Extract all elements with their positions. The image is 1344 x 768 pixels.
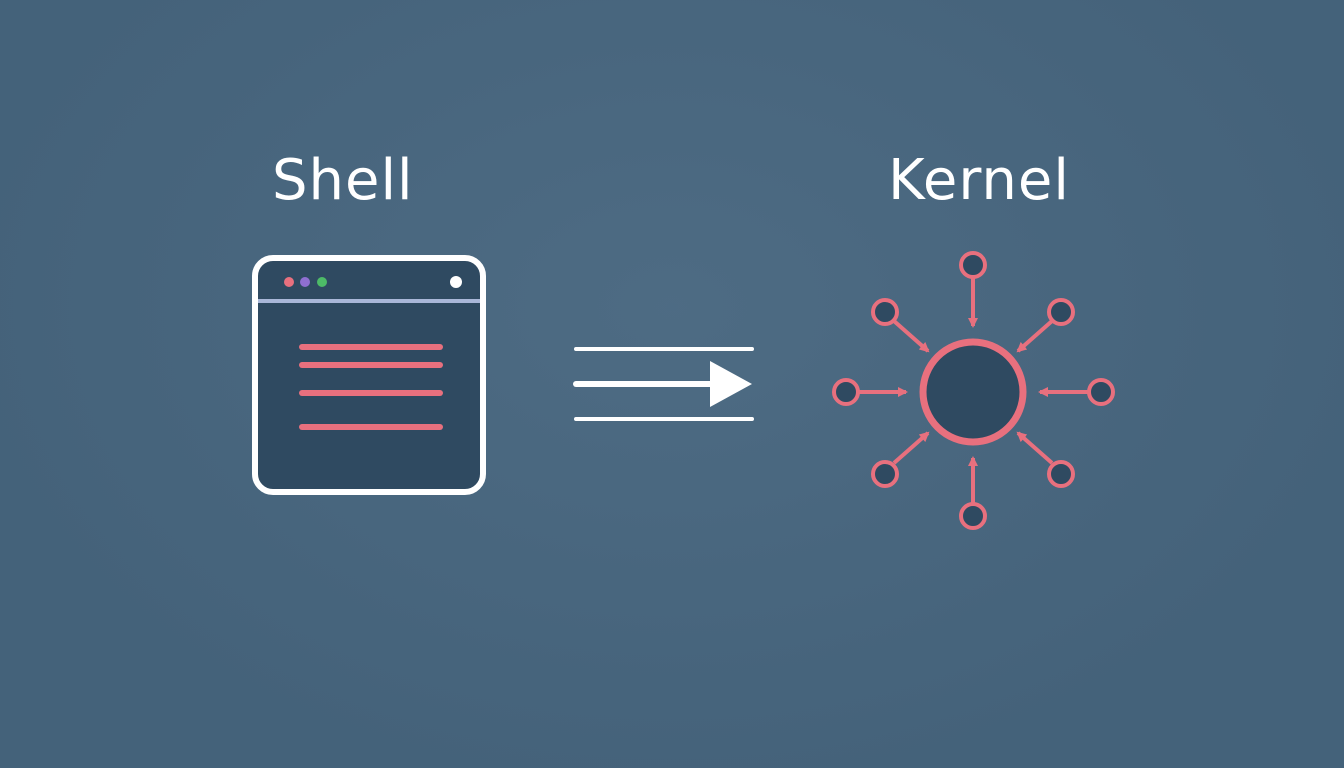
window-dot-green	[317, 277, 327, 287]
kernel-label: Kernel	[888, 148, 1070, 213]
window-dot-red	[284, 277, 294, 287]
node-left	[832, 378, 860, 406]
arrow-head	[710, 361, 752, 407]
spoke-top-left	[892, 319, 930, 353]
terminal-window-icon	[252, 255, 486, 495]
terminal-frame	[252, 255, 486, 495]
window-dot-purple	[300, 277, 310, 287]
node-top-right	[1047, 298, 1075, 326]
node-bottom-left	[871, 460, 899, 488]
node-top	[959, 251, 987, 279]
spoke-bottom-left	[892, 431, 930, 465]
spoke-top-right	[1016, 319, 1054, 353]
spoke-bottom-right	[1016, 431, 1054, 465]
shell-label: Shell	[272, 148, 414, 213]
kernel-hub-icon	[832, 251, 1115, 530]
node-right	[1087, 378, 1115, 406]
node-bottom	[959, 502, 987, 530]
arrow-right-icon	[573, 347, 754, 421]
kernel-core	[919, 338, 1027, 446]
window-dot-white	[450, 276, 462, 288]
node-bottom-right	[1047, 460, 1075, 488]
node-top-left	[871, 298, 899, 326]
